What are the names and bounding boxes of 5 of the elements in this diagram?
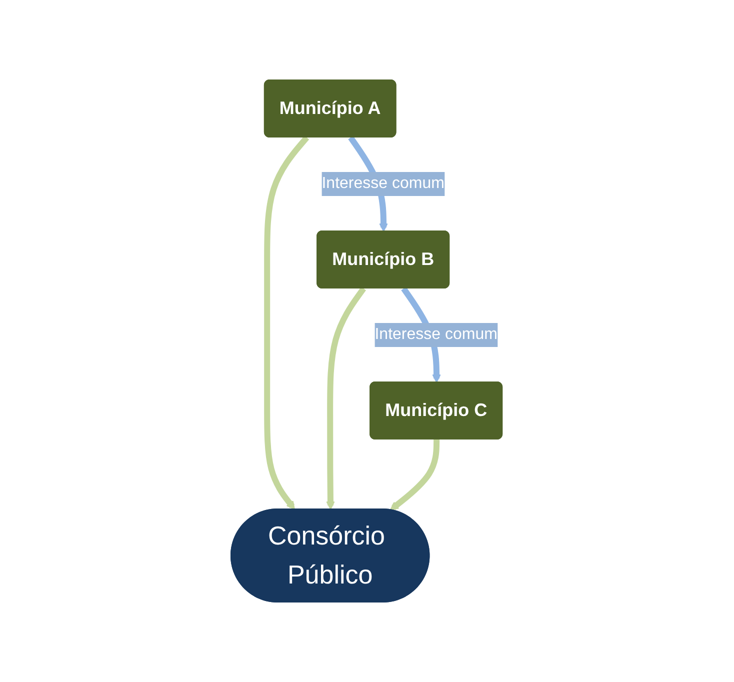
edge-label: Interesse comum	[322, 174, 445, 192]
arrow	[264, 136, 310, 510]
arrow	[326, 286, 366, 510]
arrow	[390, 439, 440, 510]
edge-label: Interesse comum	[375, 326, 498, 343]
